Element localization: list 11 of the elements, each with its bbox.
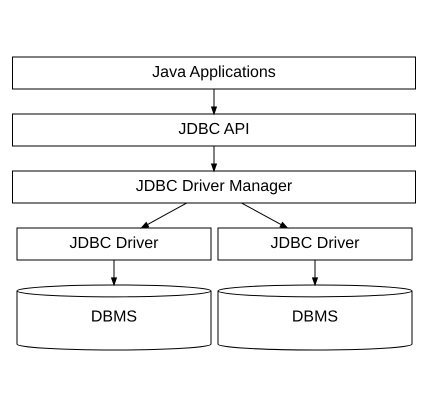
arrow — [312, 259, 318, 286]
node-box: JDBC Driver Manager — [12, 170, 416, 203]
arrow — [110, 259, 118, 286]
node-box: JDBC Driver — [16, 227, 212, 260]
arrow — [241, 202, 289, 228]
arrow — [210, 145, 218, 172]
arrow — [140, 202, 188, 228]
arrow — [210, 88, 218, 115]
node-box: JDBC Driver — [218, 227, 412, 260]
node-box: Java Applications — [12, 56, 416, 89]
node-box: JDBC API — [12, 113, 416, 146]
